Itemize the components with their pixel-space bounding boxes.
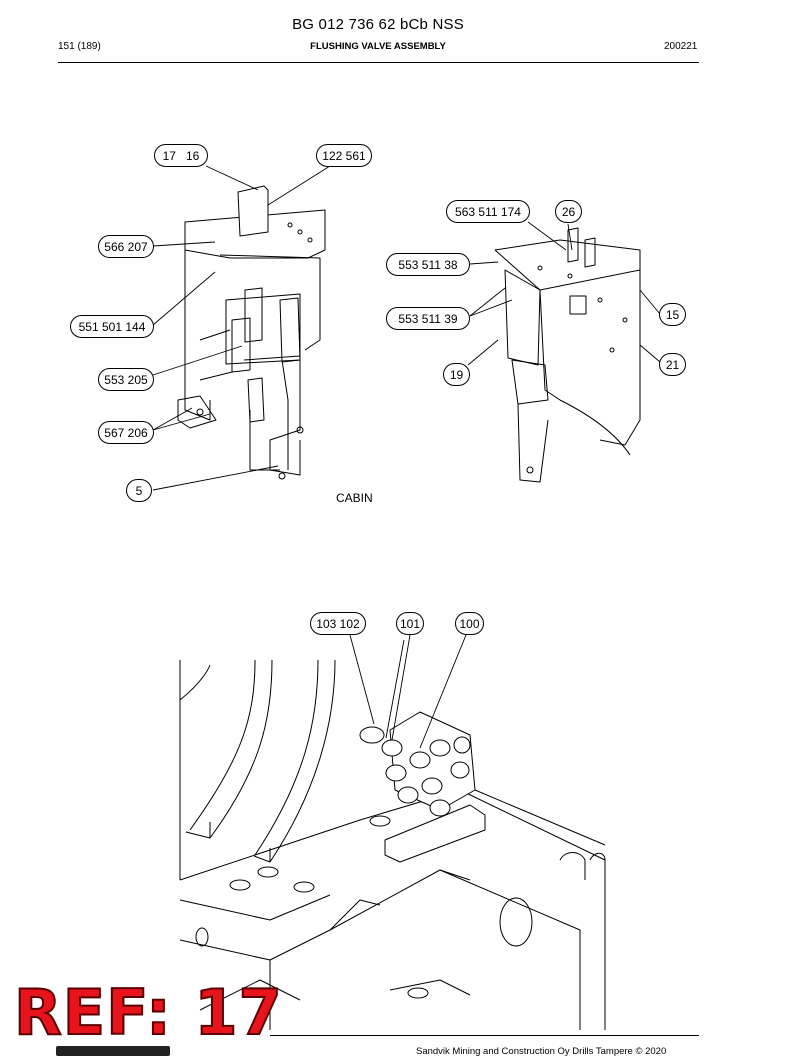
callout-567-206: 567 206 — [98, 421, 154, 444]
callout-553-511-39: 553 511 39 — [386, 307, 470, 330]
callout-15: 15 — [659, 303, 686, 326]
bottom-valve-assembly-drawing — [179, 659, 606, 1030]
header-rule — [58, 62, 699, 63]
company-logo — [56, 1046, 170, 1056]
document-title: BG 012 736 62 bCb NSS — [292, 16, 464, 33]
figure-caption-cabin: CABIN — [336, 491, 373, 505]
leader-lines-top — [152, 165, 661, 491]
left-valve-assembly-drawing — [177, 185, 326, 480]
callout-100: 100 — [455, 612, 484, 635]
reference-stamp: REF: 17 — [13, 976, 283, 1049]
callout-553-205: 553 205 — [98, 368, 154, 391]
footer-rule — [270, 1035, 699, 1036]
callout-5: 5 — [126, 479, 152, 502]
callout-17-16: 17 16 — [154, 144, 208, 167]
callout-122-561: 122 561 — [316, 144, 372, 167]
callout-566-207: 566 207 — [98, 235, 154, 258]
page-number: 151 (189) — [58, 41, 101, 52]
callout-103-102: 103 102 — [310, 612, 366, 635]
callout-551-501-144: 551 501 144 — [70, 315, 154, 338]
callout-21: 21 — [659, 353, 686, 376]
callout-563-511-174: 563 511 174 — [446, 200, 530, 223]
document-date: 200221 — [664, 41, 698, 52]
footer-copyright: Sandvik Mining and Construction Oy Drill… — [416, 1046, 667, 1057]
leader-lines-bottom — [349, 634, 467, 749]
callout-26: 26 — [555, 200, 582, 223]
callout-101: 101 — [396, 612, 424, 635]
callout-553-511-38: 553 511 38 — [386, 253, 470, 276]
right-valve-assembly-drawing — [494, 227, 641, 483]
callout-19: 19 — [443, 363, 470, 386]
section-title: FLUSHING VALVE ASSEMBLY — [310, 41, 446, 52]
